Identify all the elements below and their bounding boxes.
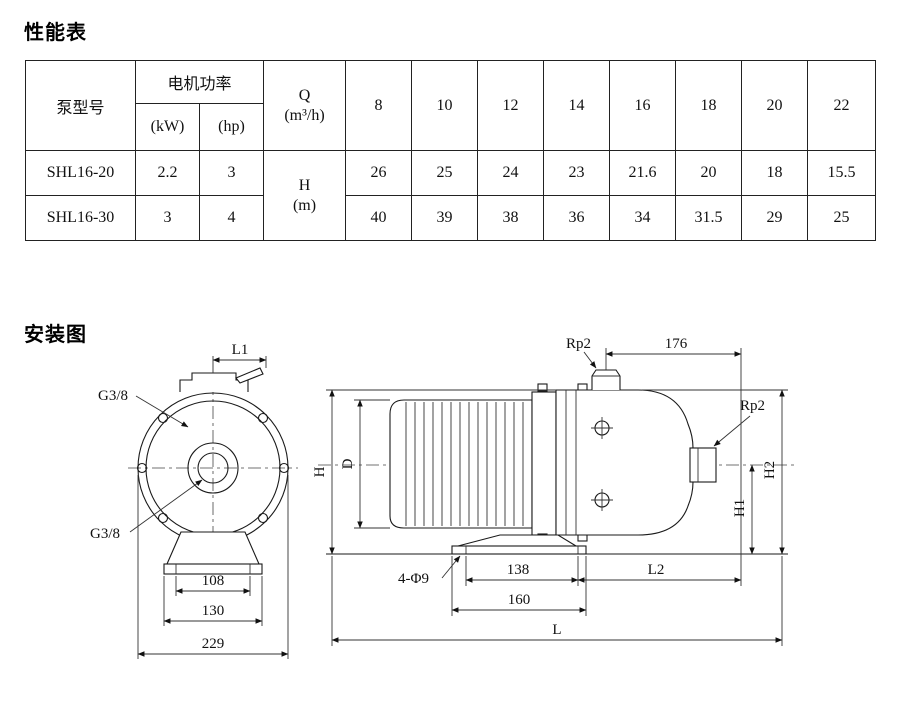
label-bolt-holes: 4-Φ9 — [398, 571, 429, 587]
dim-label-138: 138 — [507, 562, 530, 578]
hp-cell: 4 — [198, 195, 265, 241]
head-cell: 31.5 — [675, 195, 743, 241]
front-top-bracket — [179, 372, 249, 392]
front-flange-bolts — [136, 412, 290, 524]
dim-label-229: 229 — [202, 636, 225, 652]
flow-value: 18 — [675, 60, 743, 151]
dim-label-h1: H1 — [732, 499, 748, 517]
leader-g38-top — [135, 395, 189, 428]
dim-label-l1: L1 — [232, 342, 249, 358]
dim-label-l2: L2 — [648, 562, 665, 578]
label-g38-bottom: G3/8 — [90, 526, 120, 542]
kw-cell: 3 — [135, 195, 200, 241]
pump-front-view: L1 G3/8 G3/8 108 130 229 — [90, 342, 298, 659]
label-rp2-top: Rp2 — [566, 336, 591, 352]
model-cell: SHL16-20 — [25, 150, 136, 196]
front-foot — [166, 531, 260, 565]
leader-rp2-side — [713, 415, 751, 447]
head-cell: 29 — [741, 195, 809, 241]
head-cell: 18 — [741, 150, 809, 196]
dim-label-d: D — [340, 458, 356, 469]
head-cell: 34 — [609, 195, 677, 241]
head-cell: 23 — [543, 150, 611, 196]
leader-rp2-top — [583, 351, 597, 369]
head-cell: 25 — [411, 150, 479, 196]
performance-table-title: 性能表 — [24, 22, 87, 44]
head-cell: 36 — [543, 195, 611, 241]
installation-diagram: L1 G3/8 G3/8 108 130 229 — [90, 336, 795, 659]
dim-label-176: 176 — [665, 336, 688, 352]
suction-port-top — [591, 369, 621, 390]
performance-table: 泵型号 电机功率 Q (m³/h) 8 10 12 14 16 18 20 22… — [25, 60, 877, 241]
dim-label-108: 108 — [202, 573, 225, 589]
flow-value: 10 — [411, 60, 479, 151]
motor-power-header: 电机功率 — [134, 60, 265, 104]
head-cell: 20 — [675, 150, 743, 196]
pump-model-header: 泵型号 — [25, 60, 136, 151]
pump-casing — [555, 389, 694, 536]
dim-label-h2: H2 — [762, 461, 778, 479]
head-cell: 26 — [345, 150, 413, 196]
pump-side-view: Rp2 176 Rp2 H D H2 H1 — [312, 336, 795, 646]
lantern-bracket — [531, 391, 557, 536]
flow-value: 8 — [345, 60, 413, 151]
installation-diagram-title: 安装图 — [24, 324, 87, 346]
dim-label-160: 160 — [508, 592, 531, 608]
front-shaft — [197, 452, 229, 484]
flow-value: 16 — [609, 60, 677, 151]
front-hub — [187, 442, 239, 494]
discharge-port-side — [689, 447, 717, 483]
kw-cell: 2.2 — [135, 150, 200, 196]
dim-label-130: 130 — [202, 603, 225, 619]
head-header: H (m) — [263, 150, 347, 241]
front-handle — [235, 367, 264, 384]
hp-cell: 3 — [198, 150, 265, 196]
motor-body — [389, 399, 533, 529]
front-base-plate — [163, 563, 263, 575]
motor-ribs — [405, 402, 524, 526]
head-cell: 24 — [477, 150, 545, 196]
head-cell: 38 — [477, 195, 545, 241]
head-cell: 15.5 — [807, 150, 877, 196]
flow-label: Q — [298, 86, 311, 104]
head-cell: 39 — [411, 195, 479, 241]
head-cell: 25 — [807, 195, 877, 241]
head-cell: 40 — [345, 195, 413, 241]
head-unit: (m) — [292, 196, 317, 214]
label-g38-top: G3/8 — [98, 388, 128, 404]
flow-header: Q (m³/h) — [263, 60, 347, 151]
base-plate — [451, 545, 587, 555]
head-cell: 21.6 — [609, 150, 677, 196]
model-cell: SHL16-30 — [25, 195, 136, 241]
flow-value: 14 — [543, 60, 611, 151]
flow-value: 12 — [477, 60, 545, 151]
plug-symbol-lower — [591, 489, 613, 511]
dim-label-l: L — [552, 622, 561, 638]
label-rp2-side: Rp2 — [740, 398, 765, 414]
dim-label-h: H — [312, 466, 328, 477]
pedestal — [457, 534, 578, 547]
plug-symbol-upper — [591, 417, 613, 439]
leader-bolt-holes — [441, 555, 461, 579]
flow-unit: (m³/h) — [284, 106, 325, 124]
head-label: H — [298, 176, 311, 194]
leader-g38-bottom — [129, 479, 203, 533]
flow-value: 22 — [807, 60, 877, 151]
hp-header: (hp) — [198, 103, 265, 151]
flow-value: 20 — [741, 60, 809, 151]
kw-header: (kW) — [135, 103, 200, 151]
